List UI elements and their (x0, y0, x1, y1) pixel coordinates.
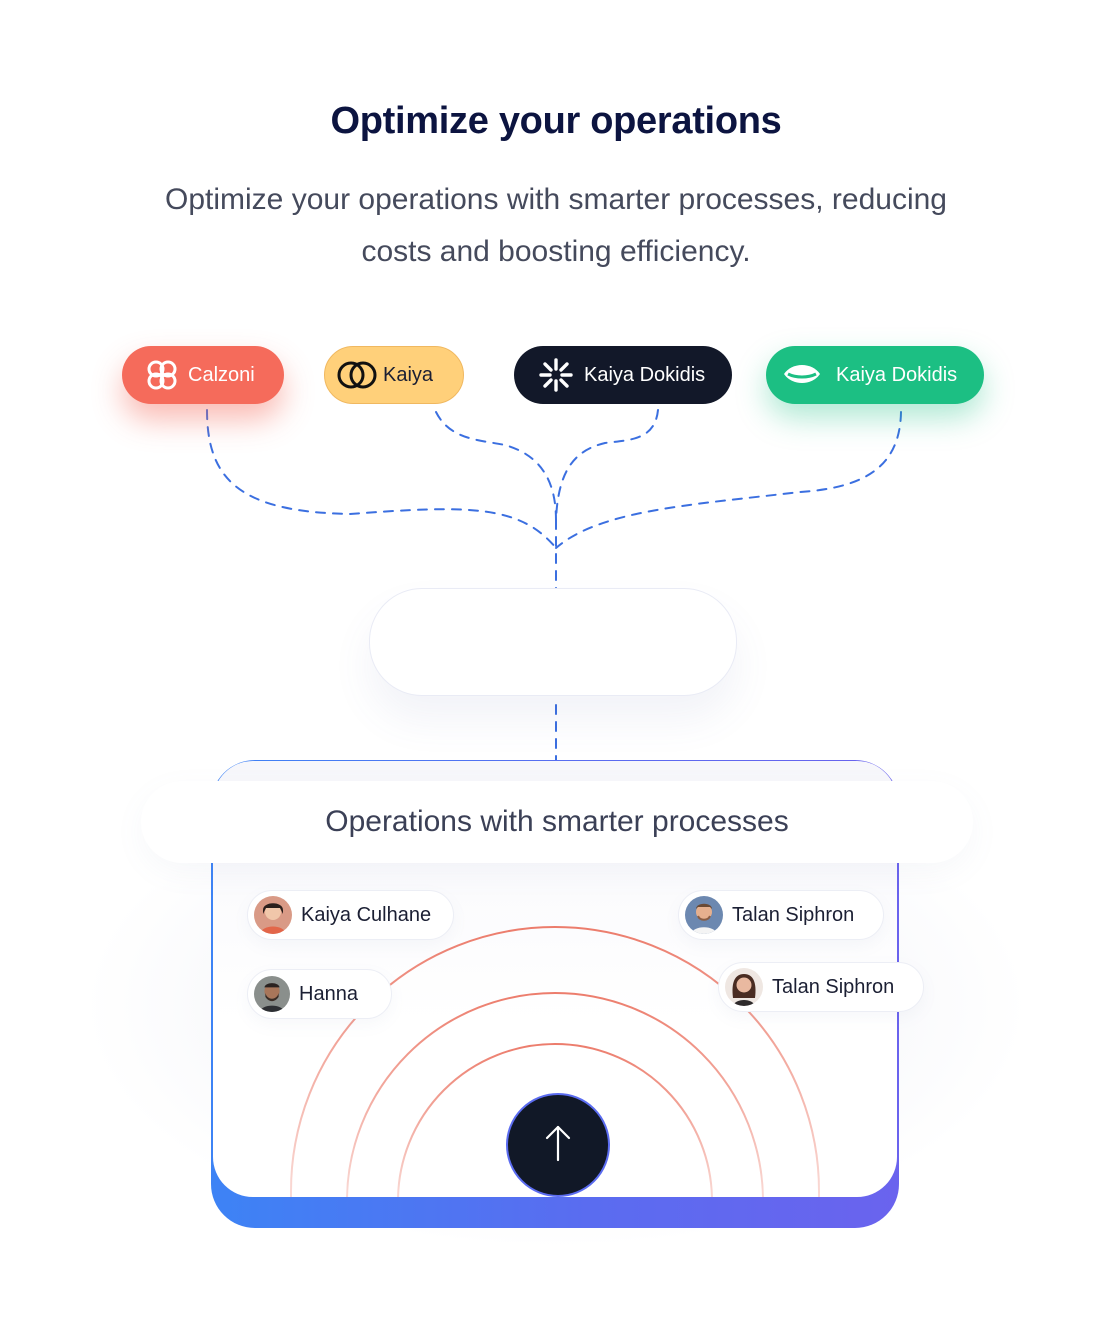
kaiya-rings-icon (337, 359, 379, 391)
operations-banner: Operations with smarter processes (141, 781, 973, 863)
connector-kaiya-dokidis-green (555, 411, 902, 549)
connector-calzoni (206, 409, 557, 549)
integration-label: Kaiya Dokidis (584, 363, 706, 386)
integration-kaiya-dokidis-green[interactable]: Kaiya Dokidis (766, 346, 984, 404)
person-name: Talan Siphron (732, 903, 855, 926)
integration-calzoni[interactable]: Calzoni (122, 346, 284, 404)
connector-kaiya-dokidis-dark (555, 409, 659, 521)
integration-kaiya-dokidis-dark[interactable]: Kaiya Dokidis (514, 346, 732, 404)
integration-label: Calzoni (188, 363, 255, 386)
person-chip-talan-siphron-2[interactable]: Talan Siphron (718, 962, 924, 1012)
hub-node (369, 588, 737, 696)
calzoni-flower-icon (144, 357, 180, 393)
person-name: Talan Siphron (772, 975, 895, 998)
page-subtitle: Optimize your operations with smarter pr… (165, 183, 947, 268)
avatar (725, 968, 763, 1006)
avatar (685, 896, 723, 934)
integration-kaiya[interactable]: Kaiya (324, 346, 464, 404)
banner-label: Operations with smarter processes (325, 805, 789, 838)
avatar (254, 896, 292, 934)
person-chip-hanna[interactable]: Hanna (247, 969, 392, 1019)
integration-label: Kaiya (383, 363, 434, 386)
person-name: Kaiya Culhane (301, 903, 432, 926)
eye-logo-icon (782, 360, 822, 390)
upload-button[interactable] (506, 1093, 610, 1197)
connector-kaiya (435, 411, 557, 521)
avatar (254, 976, 290, 1012)
starburst-icon (538, 357, 574, 393)
person-name: Hanna (299, 982, 358, 1005)
person-chip-talan-siphron-1[interactable]: Talan Siphron (678, 890, 884, 940)
page-title: Optimize your operations (330, 100, 782, 142)
person-chip-kaiya-culhane[interactable]: Kaiya Culhane (247, 890, 454, 940)
radar-arcs (290, 926, 820, 1197)
integration-label: Kaiya Dokidis (836, 363, 958, 386)
arrow-up-icon (541, 1123, 575, 1168)
